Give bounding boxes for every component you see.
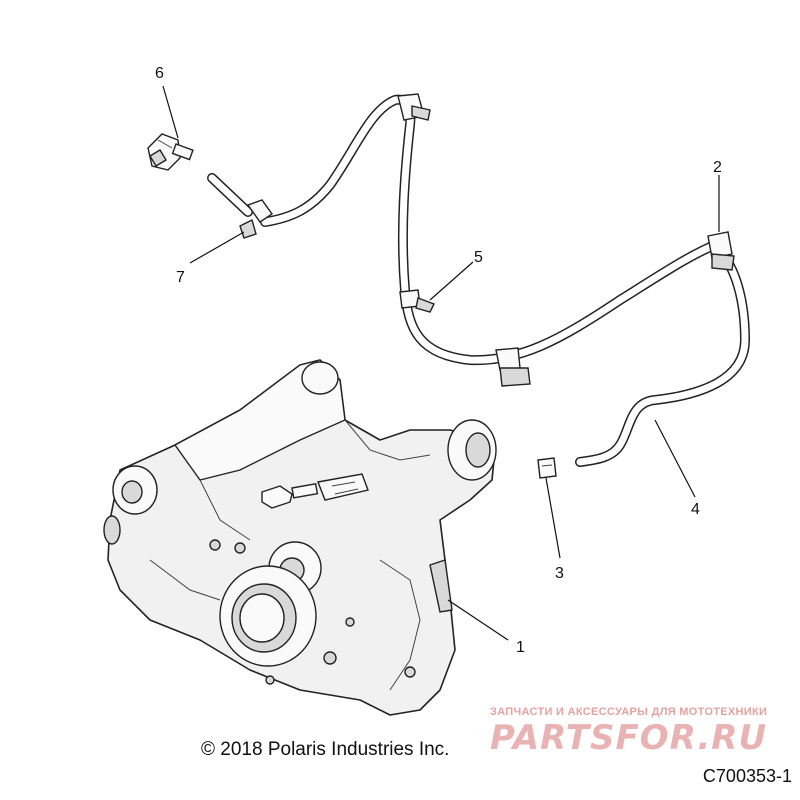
callout-1: 1 (516, 639, 525, 656)
gearcase-housing (103, 359, 497, 716)
hose-clip-lower (495, 347, 531, 387)
vent-hose-right (575, 245, 750, 467)
watermark-tagline: ЗАПЧАСТИ И АКСЕССУАРЫ ДЛЯ МОТОТЕХНИКИ (490, 706, 768, 718)
hose-clip-top (397, 93, 431, 121)
vent-hose-upper (260, 94, 720, 366)
callout-6: 6 (155, 65, 164, 82)
hose-clamp-7 (239, 199, 273, 239)
copyright-text: © 2018 Polaris Industries Inc. (201, 739, 450, 760)
leader-lines (162, 85, 720, 641)
callout-2: 2 (713, 159, 722, 176)
callout-7: 7 (176, 269, 185, 286)
callout-4: 4 (691, 501, 700, 518)
hose-clip-5 (399, 289, 435, 313)
vent-hose-short (207, 173, 253, 217)
hose-clip-2 (707, 231, 735, 271)
elbow-fitting (147, 133, 194, 171)
watermark-logo: PARTSFOR.RU (490, 718, 768, 758)
drawing-code: C700353-1 (702, 766, 792, 786)
small-clip-3 (537, 457, 557, 479)
callout-5: 5 (474, 249, 483, 266)
callout-3: 3 (555, 565, 564, 582)
